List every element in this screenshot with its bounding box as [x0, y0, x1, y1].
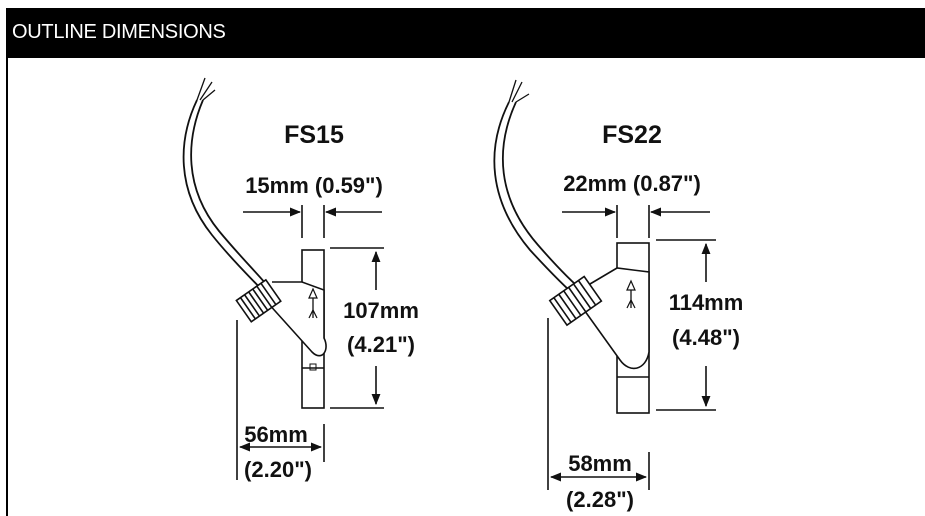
- fs22-height-mm-label: 114mm: [669, 290, 744, 315]
- fs22-depth-mm-label: 58mm: [568, 451, 632, 476]
- fs15-dimension-lines: [236, 205, 384, 480]
- fs22-width-label: 22mm (0.87"): [563, 171, 701, 196]
- fs22-depth-in-label: (2.28"): [566, 487, 634, 512]
- fs22-model-label: FS22: [602, 121, 662, 149]
- fs15-model-label: FS15: [284, 121, 344, 149]
- fs15-depth-in-label: (2.20"): [244, 457, 312, 482]
- frame-left-border: [6, 58, 8, 516]
- fs15-depth-mm-label: 56mm: [244, 422, 308, 447]
- fs22-sensor: [493, 79, 650, 414]
- section-header: OUTLINE DIMENSIONS: [6, 8, 925, 58]
- fs22-dimension-lines: [547, 205, 716, 490]
- section-title: OUTLINE DIMENSIONS: [12, 21, 226, 43]
- fs15-width-label: 15mm (0.59"): [245, 173, 383, 198]
- fs15-height-mm-label: 107mm: [343, 298, 419, 323]
- fs15-height-in-label: (4.21"): [347, 332, 415, 357]
- fs15-sensor: [182, 77, 327, 409]
- fs22-height-in-label: (4.48"): [672, 325, 740, 350]
